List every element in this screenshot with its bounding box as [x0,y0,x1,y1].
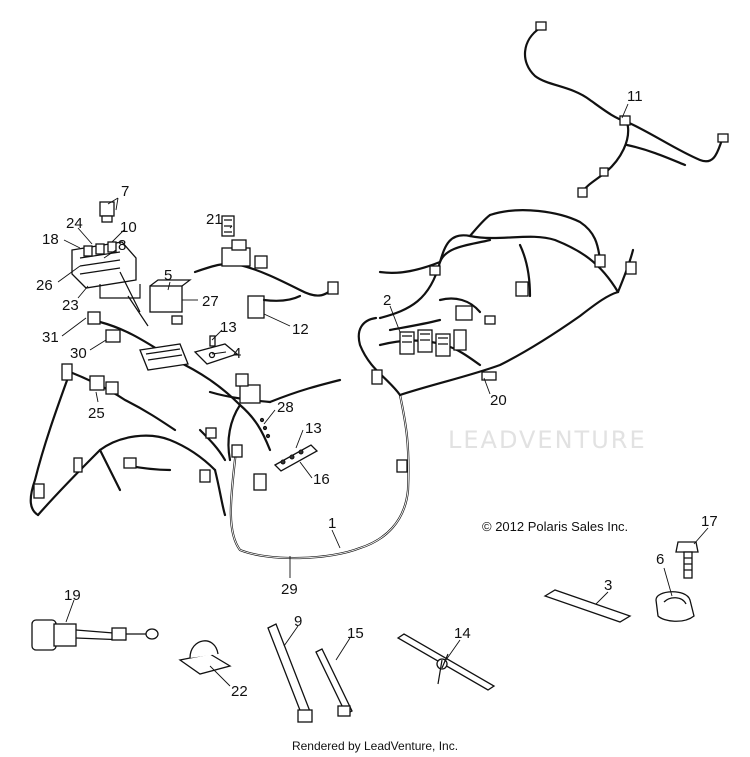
callout-22: 22 [231,683,248,700]
callout-24: 24 [66,215,83,232]
callout-29: 29 [281,581,298,598]
part-14-fastener [396,633,496,691]
callout-2: 2 [383,292,391,309]
callout-4: 4 [233,345,241,362]
harness-part-11 [523,21,729,198]
callout-1: 1 [328,515,336,532]
callout-6: 6 [656,551,664,568]
connector-group-2 [399,297,482,357]
callout-15: 15 [347,625,364,642]
terminal-strip-16 [235,373,319,472]
callout-18: 18 [42,231,59,248]
harness-part-12 [193,215,339,319]
callout-10: 10 [120,219,137,236]
callout-21: 21 [206,211,223,228]
bracket-part-4 [193,335,239,365]
callout-25: 25 [88,405,105,422]
callout-5: 5 [164,267,172,284]
callout-14: 14 [454,625,471,642]
callout-8: 8 [118,237,126,254]
footer-credit: Rendered by LeadVenture, Inc. [291,739,459,753]
harness-part-1 [229,209,637,560]
part-3-strip [543,589,632,623]
callout-16: 16 [313,471,330,488]
callout-26: 26 [36,277,53,294]
callout-labels: 7 24 10 18 8 26 23 5 27 31 30 13 4 12 21… [36,88,718,700]
callout-23: 23 [62,297,79,314]
callout-28: 28 [277,399,294,416]
callout-13a: 13 [220,319,237,336]
callout-27: 27 [202,293,219,310]
watermark: LEADVENTURE [448,426,647,454]
part-17-bolt [675,541,699,579]
fuse-box-cluster [71,201,192,371]
callout-20: 20 [490,392,507,409]
callout-7: 7 [121,183,129,200]
part-19-switch [31,619,159,651]
cable-ties [267,623,353,723]
callout-17: 17 [701,513,718,530]
callout-12: 12 [292,321,309,338]
part-22-clip [178,640,232,675]
callout-19: 19 [64,587,81,604]
leader-lines [57,103,709,687]
callout-9: 9 [294,613,302,630]
callout-3: 3 [604,577,612,594]
part-6-clamp [655,591,695,622]
callout-31: 31 [42,329,59,346]
callout-11: 11 [627,88,643,105]
callout-13b: 13 [305,420,322,437]
left-harness [29,320,342,517]
callout-30: 30 [70,345,87,362]
copyright-text: © 2012 Polaris Sales Inc. [482,519,629,534]
